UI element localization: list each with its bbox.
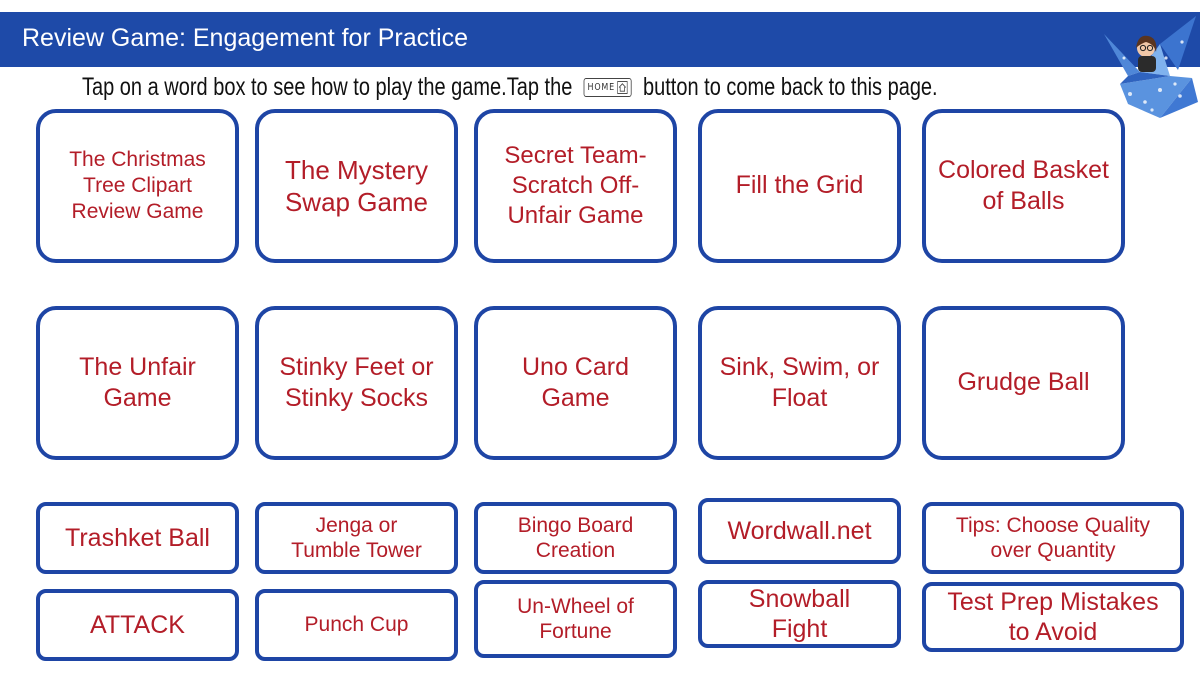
game-card-fill-the-grid[interactable]: Fill the Grid (698, 109, 901, 263)
game-card-uno[interactable]: Uno Card Game (474, 306, 677, 460)
instructions-text-start: Tap on a word box to see how to play the… (82, 72, 573, 101)
game-card-tips-quality[interactable]: Tips: Choose Quality over Quantity (922, 502, 1184, 574)
game-card-bingo-board[interactable]: Bingo Board Creation (474, 502, 677, 574)
game-card-label: Grudge Ball (957, 368, 1090, 397)
game-card-label: Uno Card Game (522, 352, 629, 412)
home-button-sample: HOME (583, 77, 632, 97)
game-card-mystery-swap[interactable]: The Mystery Swap Game (255, 109, 458, 263)
origami-crane-icon (1104, 16, 1198, 118)
game-card-label: Un-Wheel of Fortune (517, 594, 634, 643)
game-card-label: Wordwall.net (727, 517, 872, 545)
game-card-jenga[interactable]: Jenga or Tumble Tower (255, 502, 458, 574)
home-button-label: HOME (587, 81, 615, 93)
game-card-label: ATTACK (90, 611, 185, 639)
game-card-snowball-fight[interactable]: Snowball Fight (698, 580, 901, 648)
game-card-label: The Unfair Game (79, 352, 196, 412)
game-card-colored-basket[interactable]: Colored Basket of Balls (922, 109, 1125, 263)
game-card-label: Sink, Swim, or Float (719, 352, 880, 412)
page-title: Review Game: Engagement for Practice (22, 24, 469, 52)
game-card-label: Secret Team-Scratch Off-Unfair Game (504, 142, 647, 229)
header-bar (0, 12, 1200, 67)
game-card-label: The Mystery Swap Game (284, 154, 429, 218)
game-card-label: The Christmas Tree Clipart Review Game (69, 147, 206, 224)
game-card-christmas-tree-clipart[interactable]: The Christmas Tree Clipart Review Game (36, 109, 239, 263)
game-card-label: Test Prep Mistakes to Avoid (947, 588, 1159, 646)
game-card-label: Snowball Fight (748, 585, 851, 643)
game-card-test-prep-mistakes[interactable]: Test Prep Mistakes to Avoid (922, 582, 1184, 652)
game-card-label: Trashket Ball (65, 524, 210, 552)
game-card-label: Tips: Choose Quality over Quantity (955, 513, 1151, 562)
game-card-wordwall[interactable]: Wordwall.net (698, 498, 901, 564)
game-card-stinky-feet[interactable]: Stinky Feet or Stinky Socks (255, 306, 458, 460)
game-card-unfair-game[interactable]: The Unfair Game (36, 306, 239, 460)
game-card-attack[interactable]: ATTACK (36, 589, 239, 661)
game-card-label: Fill the Grid (735, 171, 864, 200)
game-card-grudge-ball[interactable]: Grudge Ball (922, 306, 1125, 460)
game-card-label: Stinky Feet or Stinky Socks (279, 352, 434, 412)
game-card-trashket-ball[interactable]: Trashket Ball (36, 502, 239, 574)
game-card-un-wheel-of-fortune[interactable]: Un-Wheel of Fortune (474, 580, 677, 658)
game-card-label: Punch Cup (304, 613, 409, 637)
game-card-label: Colored Basket of Balls (938, 155, 1109, 215)
game-card-label: Jenga or Tumble Tower (291, 513, 422, 562)
game-card-sink-swim-float[interactable]: Sink, Swim, or Float (698, 306, 901, 460)
game-card-punch-cup[interactable]: Punch Cup (255, 589, 458, 661)
game-card-label: Bingo Board Creation (517, 513, 634, 562)
home-icon (617, 80, 628, 94)
instructions-line: Tap on a word box to see how to play the… (82, 70, 938, 104)
instructions-text-end: button to come back to this page. (642, 72, 938, 101)
game-card-secret-team-scratch-off[interactable]: Secret Team-Scratch Off-Unfair Game (474, 109, 677, 263)
